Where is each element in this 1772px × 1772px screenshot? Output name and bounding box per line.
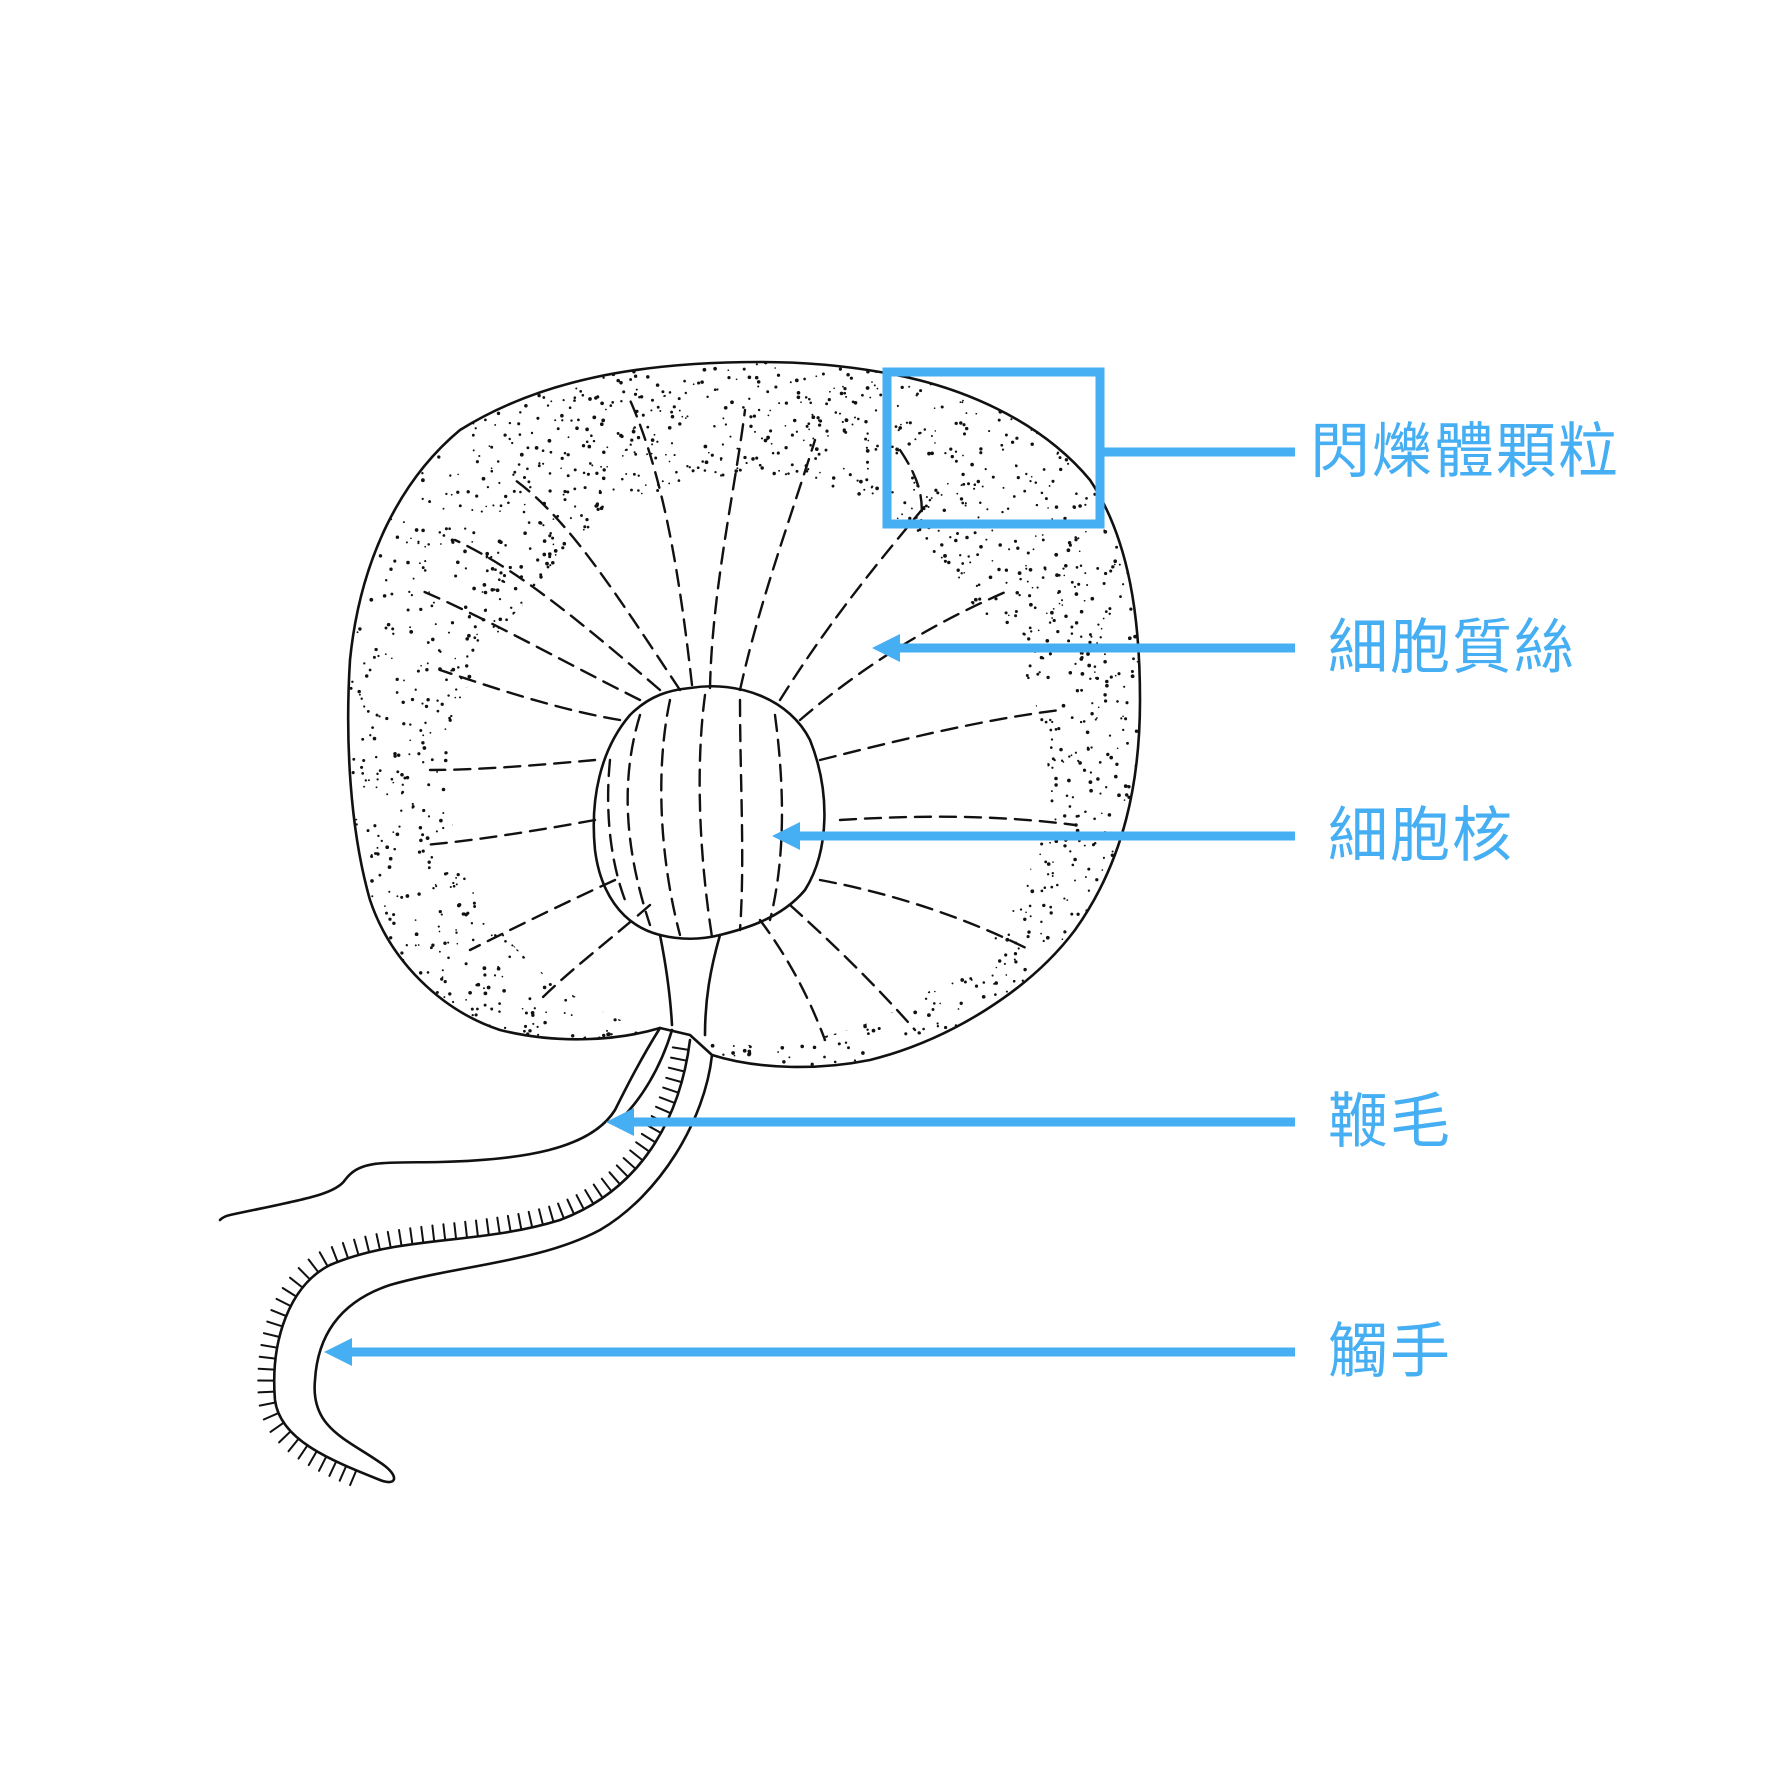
- tentacle-annotation: 觸手: [324, 1317, 1452, 1387]
- label-cytoplasmic-strands: 細胞質絲: [1328, 613, 1576, 683]
- scintillon-highlight-box: [882, 367, 1105, 529]
- scintillon-annotation: 閃爍體顆粒: [882, 367, 1620, 529]
- cell-membrane: [346, 360, 1142, 1069]
- cell-stalk: [658, 933, 722, 1037]
- flagellum: [218, 1026, 662, 1222]
- label-scintillon: 閃爍體顆粒: [1310, 417, 1620, 487]
- cytoplasmic-strands-annotation: 細胞質絲: [872, 613, 1576, 683]
- scintillon-stipple: [348, 362, 1140, 1067]
- label-flagellum: 鞭毛: [1328, 1087, 1452, 1157]
- tentacle: [257, 1038, 714, 1487]
- label-nucleus: 細胞核: [1328, 801, 1514, 871]
- nucleus: [592, 684, 826, 941]
- nucleus-annotation: 細胞核: [772, 801, 1514, 871]
- label-tentacle: 觸手: [1328, 1317, 1452, 1387]
- cytoplasmic-strands: [418, 398, 1077, 1042]
- flagellum-annotation: 鞭毛: [606, 1087, 1452, 1157]
